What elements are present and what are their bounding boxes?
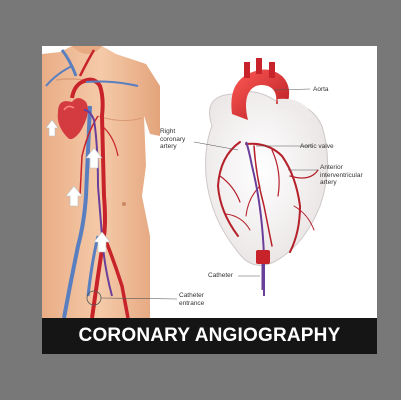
- label-right-coronary-artery: Right coronary artery: [160, 128, 185, 151]
- catheter-sheath: [256, 250, 270, 264]
- label-aortic-valve: Aortic valve: [300, 143, 334, 151]
- label-catheter-entrance: Catheter entrance: [179, 292, 204, 307]
- caption-bar: CORONARY ANGIOGRAPHY: [42, 318, 377, 354]
- label-aorta: Aorta: [313, 86, 329, 94]
- heart-diagram: [206, 58, 328, 296]
- label-anterior-interventricular-artery: Anterior interventricular artery: [320, 164, 363, 187]
- illustration-panel: Aorta Right coronary artery Aortic valve…: [42, 46, 377, 354]
- caption-title: CORONARY ANGIOGRAPHY: [79, 325, 341, 347]
- label-catheter: Catheter: [208, 272, 233, 280]
